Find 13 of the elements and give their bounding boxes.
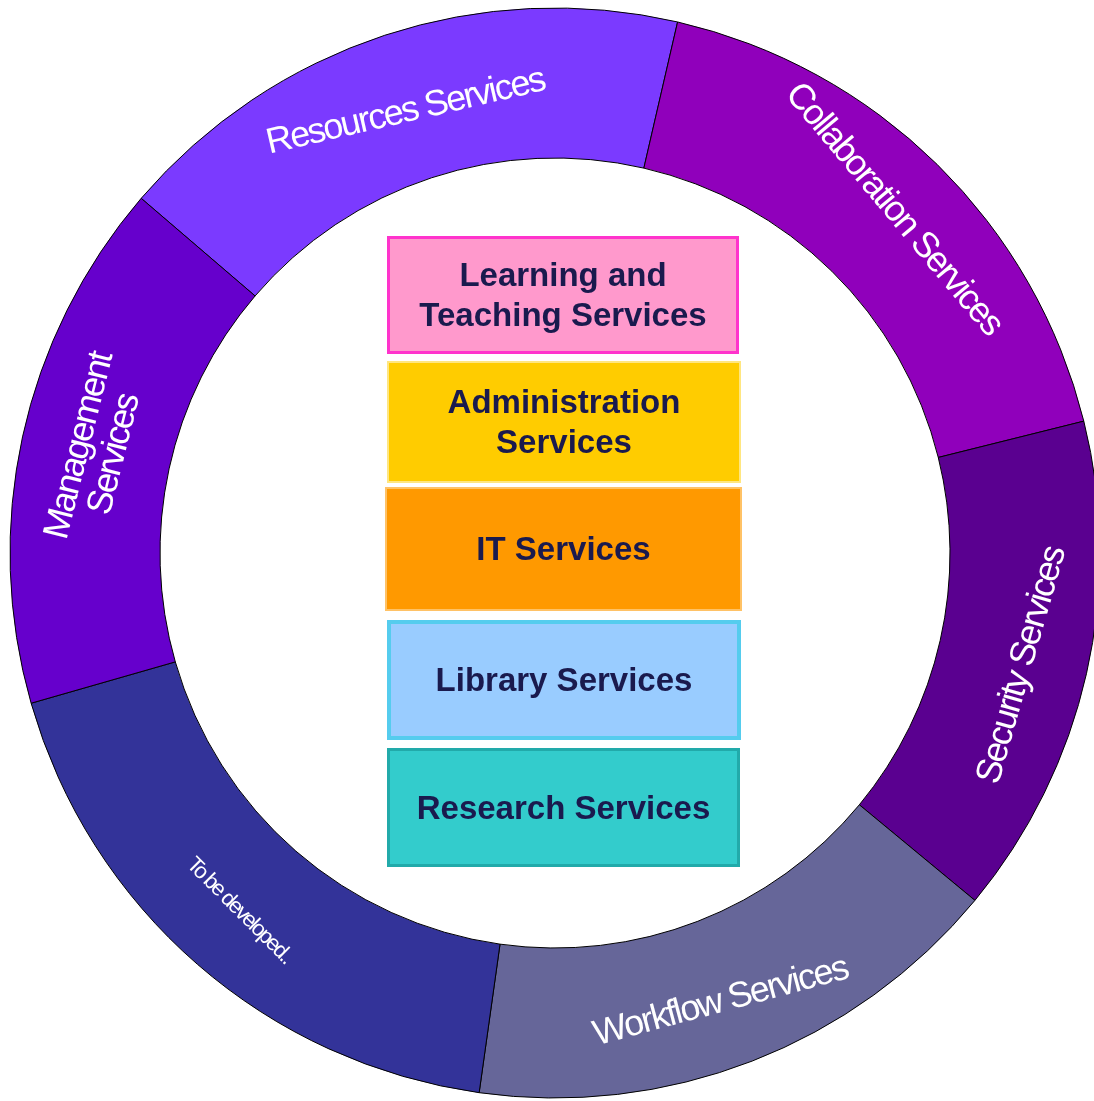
service-box [387,236,739,354]
segment-label: Workflow Services [589,948,851,1052]
segment-label: Resources Services [262,60,548,160]
service-box [387,361,741,483]
service-box [387,620,741,740]
service-label: Research Services [416,787,711,828]
service-box [387,748,740,867]
service-label: Administration Services [446,382,682,462]
segment-label: Security Services [969,542,1071,788]
service-label: Learning and Teaching Services [418,255,708,335]
service-box [385,487,742,611]
service-label: Library Services [435,660,693,700]
service-label: IT Services [476,529,651,569]
